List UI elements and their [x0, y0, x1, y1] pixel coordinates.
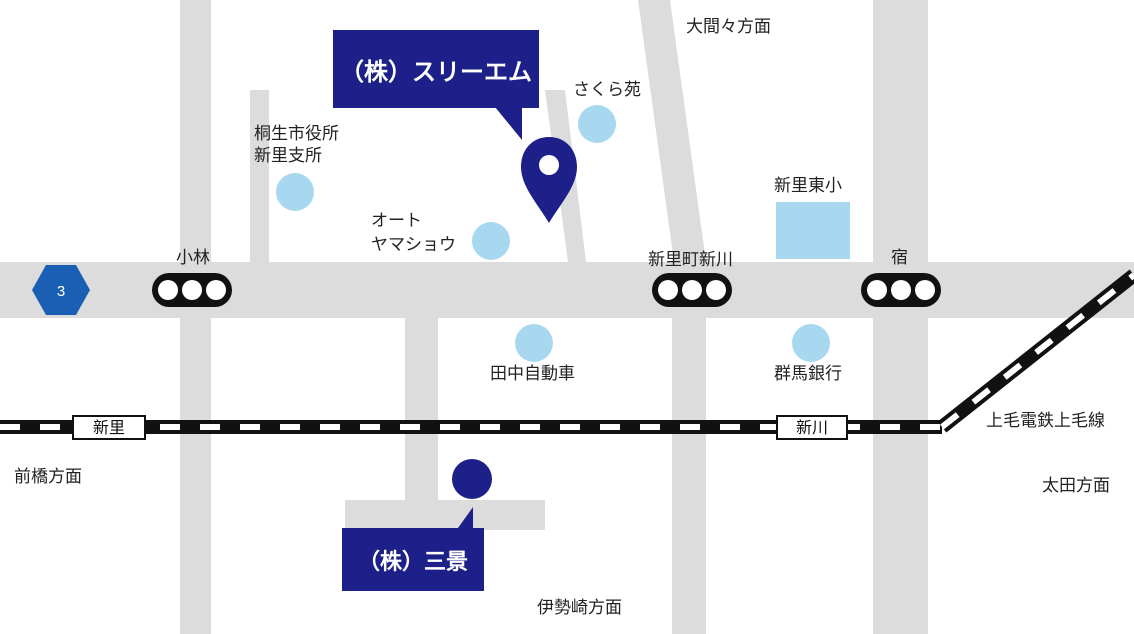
label-auto-yamashou-line1: オート	[371, 211, 422, 231]
tanaka-motors-marker	[515, 324, 553, 362]
sankei-callout: （株）三景	[342, 528, 484, 591]
label-gunma-bank: 群馬銀行	[774, 364, 842, 384]
three-m-callout: （株）スリーエム	[333, 30, 539, 108]
route-3-badge-label: 3	[57, 283, 65, 300]
road-east	[873, 0, 928, 634]
direction-isesaki: 伊勢崎方面	[537, 598, 622, 618]
road-mid-south	[672, 318, 706, 634]
traffic-signal-shuku	[861, 273, 941, 307]
label-signal-niisato-shinkawa: 新里町新川	[648, 250, 733, 270]
road-west	[180, 0, 211, 634]
label-sakura-en: さくら苑	[573, 80, 641, 100]
label-city-office-line1: 桐生市役所	[254, 124, 339, 144]
traffic-signal-kobayashi	[152, 273, 232, 307]
label-city-office-line2: 新里支所	[254, 146, 322, 166]
direction-ota: 太田方面	[1042, 476, 1110, 496]
station-niisato: 新里	[72, 415, 146, 440]
station-shinkawa: 新川	[776, 415, 848, 440]
direction-maebashi: 前橋方面	[14, 467, 82, 487]
label-signal-shuku: 宿	[891, 248, 908, 268]
sakura-en-marker	[578, 105, 616, 143]
road-south-sankei	[405, 318, 438, 500]
road-city-office	[250, 90, 269, 262]
road-sankei-east	[345, 500, 545, 530]
niisato-higashi-school-marker	[776, 202, 850, 259]
gunma-bank-marker	[792, 324, 830, 362]
label-auto-yamashou-line2: ヤマショウ	[371, 235, 456, 255]
sankei-callout-label: （株）三景	[357, 549, 468, 575]
label-signal-kobayashi: 小林	[176, 248, 210, 268]
direction-ohmama: 大間々方面	[686, 17, 771, 37]
label-niisato-higashi-school: 新里東小	[774, 176, 842, 196]
traffic-signal-niisato-shinkawa	[652, 273, 732, 307]
label-tanaka-motors: 田中自動車	[490, 364, 575, 384]
sankei-location-dot	[452, 459, 492, 499]
label-railway: 上毛電鉄上毛線	[986, 411, 1105, 431]
three-m-callout-label: （株）スリーエム	[340, 57, 532, 86]
auto-yamashou-marker	[472, 222, 510, 260]
city-office-marker	[276, 173, 314, 211]
